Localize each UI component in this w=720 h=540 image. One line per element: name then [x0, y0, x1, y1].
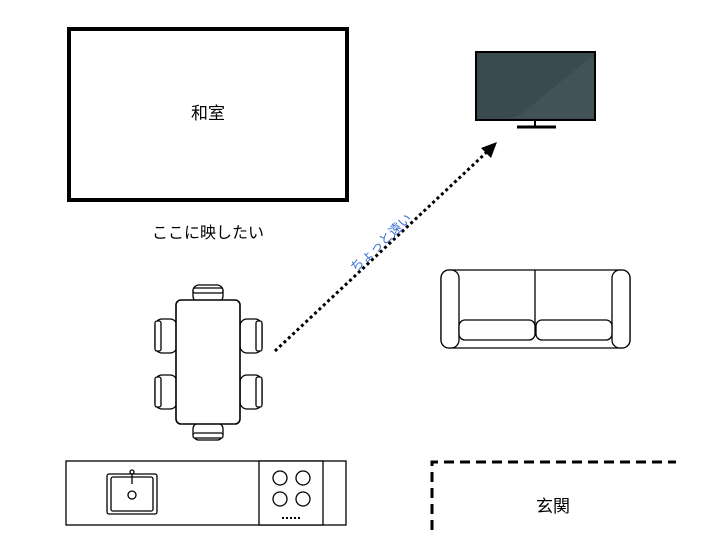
- genkan-area: 玄関: [430, 460, 676, 530]
- tv-icon: [475, 51, 596, 129]
- genkan-label: 玄関: [536, 497, 570, 517]
- kitchen-counter-icon: [65, 460, 347, 526]
- a-bit-far-note: ちょっと遠い: [348, 211, 415, 275]
- sofa-icon: [440, 269, 631, 349]
- distance-arrow: [273, 142, 497, 353]
- project-here-caption: ここに映したい: [152, 223, 264, 242]
- dining-table-icon: [154, 284, 263, 441]
- washitsu-label: 和室: [191, 104, 225, 124]
- washitsu-room: 和室: [67, 27, 349, 202]
